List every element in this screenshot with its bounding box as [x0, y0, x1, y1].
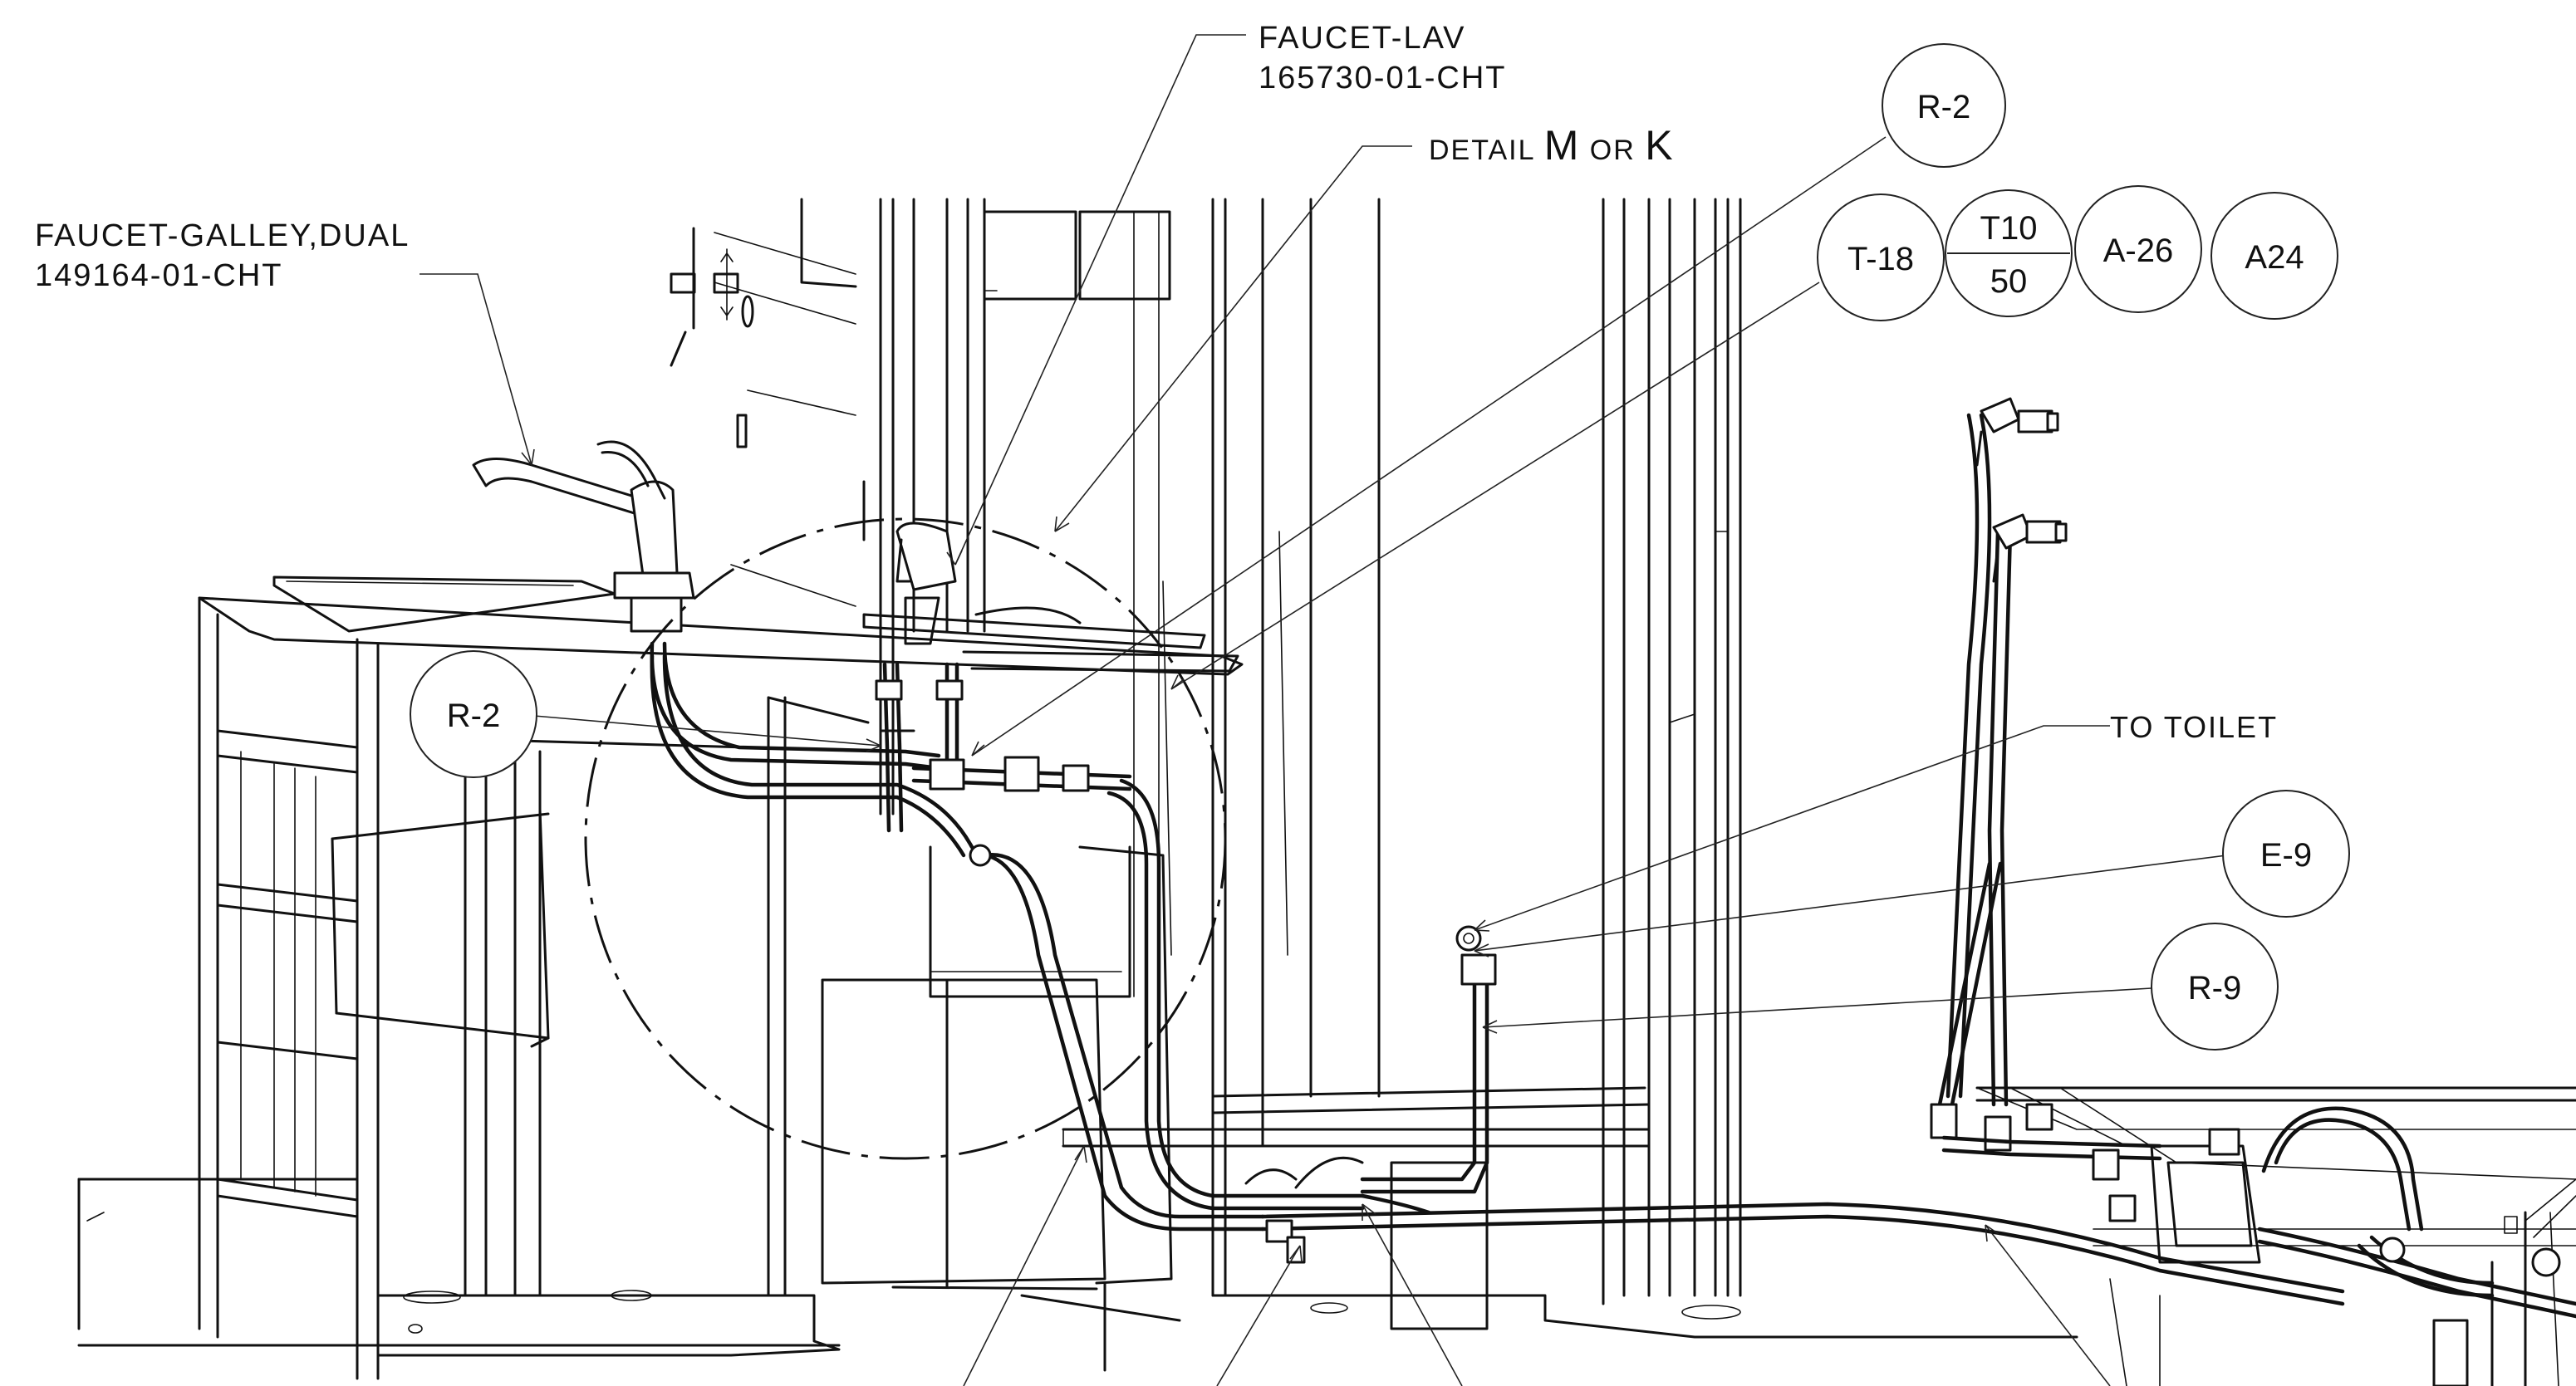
floor-equipment — [1975, 1086, 2576, 1386]
faucet-galley-title: FAUCET-GALLEY,DUAL — [35, 218, 410, 253]
bubble-r9-label: R-9 — [2188, 970, 2241, 1006]
galley-cabinet — [77, 575, 1244, 1380]
bubble-a24-label: A24 — [2245, 239, 2304, 276]
faucet-lav-title: FAUCET-LAV — [1259, 21, 1465, 56]
lav-faucet — [895, 522, 957, 591]
bubble-e9: E-9 — [2222, 790, 2350, 918]
bubble-t10-top-label: T10 — [1980, 210, 2038, 247]
callout-faucet-galley: FAUCET-GALLEY,DUAL 149164-01-CHT — [35, 218, 410, 293]
to-toilet-label: TO TOILET — [2110, 710, 2278, 744]
detail-label: DETAIL M OR K — [1429, 122, 1675, 169]
detail-circle — [584, 517, 1227, 1160]
leader-lines — [420, 34, 2227, 1386]
bubble-r9: R-9 — [2151, 923, 2279, 1051]
bubble-r2-left-label: R-2 — [447, 698, 500, 734]
bubble-t10-50: T10 50 — [1945, 189, 2073, 317]
faucet-lav-part-number: 165730-01-CHT — [1259, 61, 1506, 96]
bubble-a26-label: A-26 — [2103, 233, 2174, 269]
faucet-galley-part-number: 149164-01-CHT — [35, 258, 282, 293]
bubble-t18: T-18 — [1817, 193, 1945, 321]
callout-detail: DETAIL M OR K — [1429, 122, 1675, 169]
galley-faucet — [472, 440, 695, 633]
bubble-a26: A-26 — [2074, 185, 2202, 313]
bubble-r2-top-label: R-2 — [1917, 89, 1970, 125]
bubble-r2-top: R-2 — [1882, 43, 2006, 168]
bubble-e9-label: E-9 — [2260, 837, 2312, 874]
bubble-a24: A24 — [2210, 192, 2338, 320]
callout-faucet-lav: FAUCET-LAV 165730-01-CHT — [1259, 21, 1506, 96]
bubble-t10-bottom-label: 50 — [1990, 263, 2028, 300]
bubble-t18-label: T-18 — [1847, 241, 1914, 277]
bubble-r2-left: R-2 — [410, 650, 537, 778]
callout-to-toilet: TO TOILET — [2110, 710, 2278, 744]
